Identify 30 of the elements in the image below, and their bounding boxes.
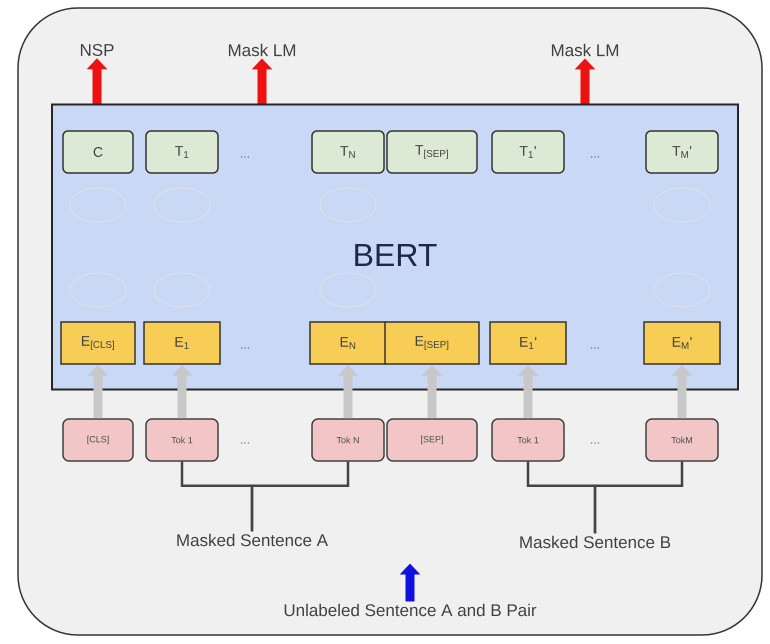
- ellipsis: ...: [591, 442, 599, 444]
- embedding-box: E$_{N}$: [309, 321, 387, 365]
- ellipsis: ...: [241, 347, 249, 349]
- token-box: [SEP]: [386, 418, 478, 462]
- text-label: Mask LM: [552, 44, 618, 56]
- text-label: Masked Sentence A: [177, 534, 328, 546]
- text-label: Unlabeled Sentence A and B Pair: [284, 604, 536, 616]
- token-box: TokM: [645, 418, 719, 462]
- embedding-box: E$_{1}$': [489, 321, 567, 365]
- ellipsis: ...: [241, 156, 249, 158]
- token-box: [CLS]: [62, 418, 134, 462]
- embedding-box: E$_{[SEP]}$: [384, 321, 480, 365]
- embedding-box: E$_{M}$': [643, 321, 721, 365]
- ellipsis: ...: [591, 347, 599, 349]
- ellipsis: ...: [591, 156, 599, 158]
- token-box: Tok N: [311, 418, 385, 462]
- text-label: Mask LM: [228, 44, 296, 56]
- ellipsis: ...: [241, 442, 249, 444]
- embedding-box: E$_{1}$: [143, 321, 221, 365]
- embedding-box: E$_{[CLS]}$: [60, 321, 136, 365]
- output-box: T$_{N}$: [311, 130, 385, 174]
- text-label: Masked Sentence B: [520, 536, 670, 548]
- text-label: NSP: [80, 44, 114, 56]
- token-box: Tok 1: [145, 418, 219, 462]
- output-box: T$_{[SEP]}$: [386, 130, 478, 174]
- output-box: T$_{M}$': [645, 130, 719, 174]
- output-box: T$_{1}$': [491, 130, 565, 174]
- output-box: T$_{1}$: [145, 130, 219, 174]
- output-box: C: [62, 130, 134, 174]
- token-box: Tok 1: [491, 418, 565, 462]
